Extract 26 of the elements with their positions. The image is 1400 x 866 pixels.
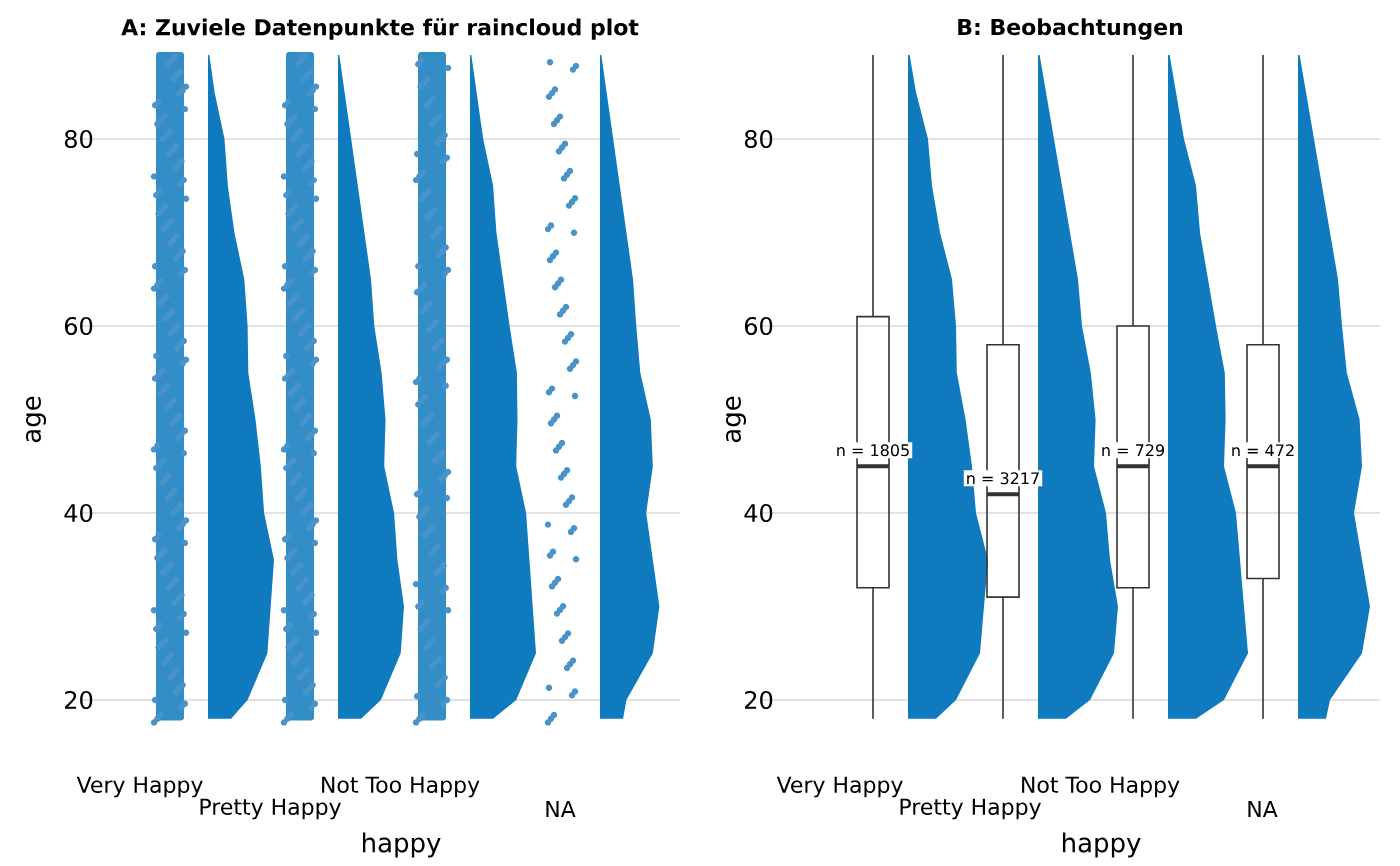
category-label: NA (546, 800, 576, 817)
chart-title: A: Zuviele Datenpunkte für raincloud plot (121, 18, 639, 40)
tick-label: 40 (744, 503, 773, 523)
tick-label: 80 (64, 129, 93, 149)
tick-label: 80 (744, 129, 773, 149)
category-label: Pretty Happy (900, 798, 1041, 820)
category-label: NA (1248, 800, 1278, 817)
category-label: Very Happy (776, 776, 903, 798)
tick-label: 60 (64, 316, 93, 336)
count-label: n = 729 (1098, 442, 1168, 459)
axis-title: age (26, 396, 46, 443)
axis-title: age (726, 396, 746, 443)
tick-label: 20 (745, 690, 773, 710)
axis-title: happy (362, 832, 441, 858)
axis-title: happy (1062, 832, 1141, 858)
category-label: Not Too Happy (322, 776, 480, 798)
category-label: Very Happy (76, 776, 203, 798)
tick-label: 20 (65, 690, 93, 710)
category-label: Not Too Happy (1022, 776, 1180, 798)
tick-label: 40 (64, 503, 93, 523)
count-label: n = 3217 (963, 470, 1043, 487)
category-label: Pretty Happy (200, 798, 341, 820)
count-label: n = 472 (1228, 442, 1298, 459)
count-label: n = 1805 (833, 442, 913, 459)
chart-title: B: Beobachtungen (958, 18, 1183, 40)
tick-label: 60 (744, 316, 773, 336)
